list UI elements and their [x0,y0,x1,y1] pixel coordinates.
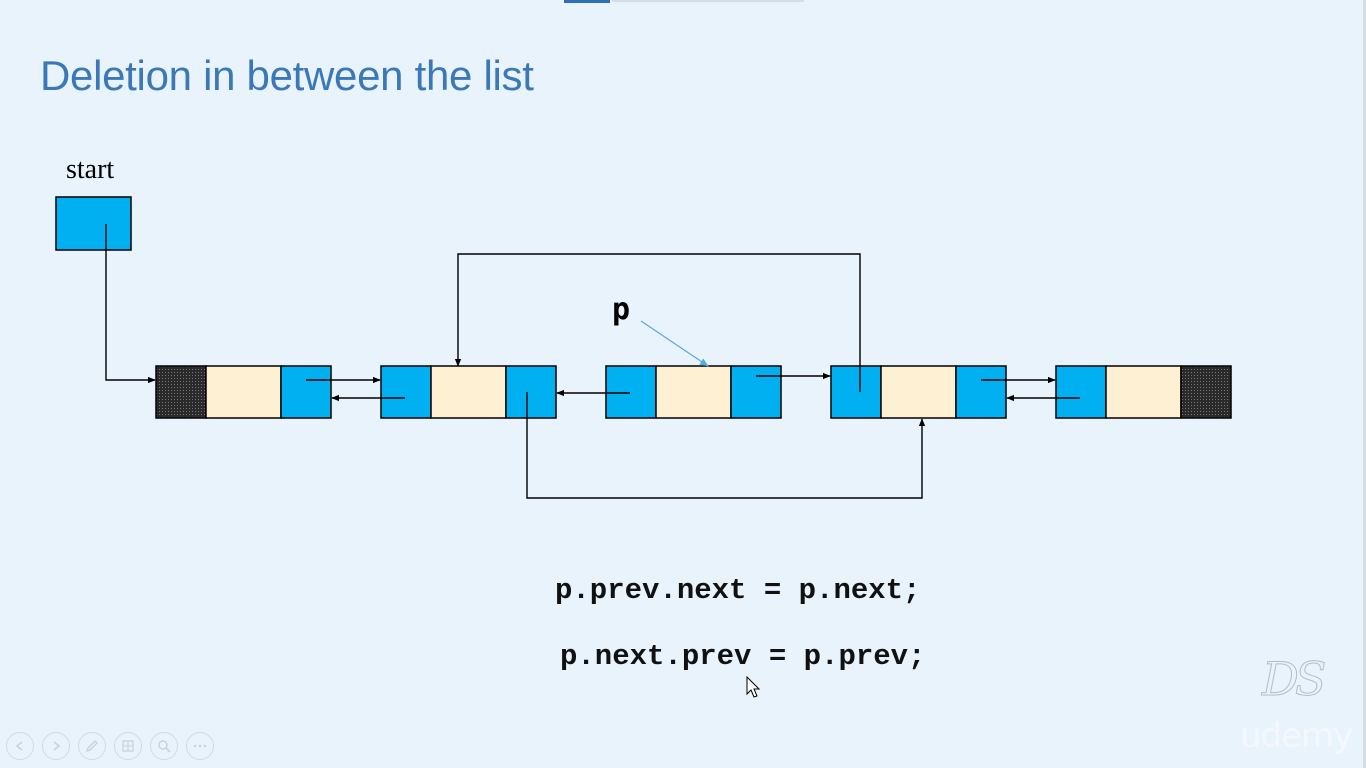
new-prev-link-arrow [454,253,861,392]
node-prev-cell [380,365,432,419]
pen-tool-button[interactable] [78,732,106,760]
zoom-button[interactable] [150,732,178,760]
zoom-icon [158,740,171,753]
top-tab-indicator [564,0,610,3]
pen-icon [85,740,98,753]
node-prev-cell [830,365,882,419]
more-icon [193,744,207,748]
slideshow-controls [6,732,214,760]
p-pointer-label: p [612,292,631,327]
slides-icon [122,740,134,752]
start-label: start [66,154,115,185]
list-node-2 [380,365,557,419]
top-tab-track [612,0,804,2]
node-next-cell [505,365,557,419]
list-node-4 [830,365,1007,419]
node-next-cell [955,365,1007,419]
list-node-3 [605,365,782,419]
more-options-button[interactable] [186,732,214,760]
ds-logo-watermark: DS [1261,652,1326,707]
mouse-cursor-icon [746,676,761,698]
next-icon [53,741,61,751]
start-link-arrow [105,224,156,384]
list-node-1 [155,365,332,419]
window-edge [1363,0,1366,768]
new-next-link-arrow [526,392,926,499]
node-prev-cell [1055,365,1107,419]
node-next-cell [280,365,332,419]
node-data-cell [205,365,282,419]
node-data-cell [1105,365,1182,419]
node-prev-null-cell [155,365,207,419]
prev-slide-button[interactable] [6,732,34,760]
node-data-cell [880,365,957,419]
see-all-slides-button[interactable] [114,732,142,760]
node-next-null-cell [1180,365,1232,419]
node-next-cell [730,365,782,419]
start-pointer-box [55,196,132,251]
udemy-watermark: udemy [1240,716,1353,756]
code-line-1: p.prev.next = p.next; [555,574,921,607]
code-line-2: p.next.prev = p.prev; [560,640,926,673]
list-node-5 [1055,365,1232,419]
next-slide-button[interactable] [42,732,70,760]
node-prev-cell [605,365,657,419]
node-data-cell [430,365,507,419]
slide-title: Deletion in between the list [40,52,534,99]
prev-icon [15,741,23,751]
node-data-cell [655,365,732,419]
p-pointer-arrow [640,320,709,367]
